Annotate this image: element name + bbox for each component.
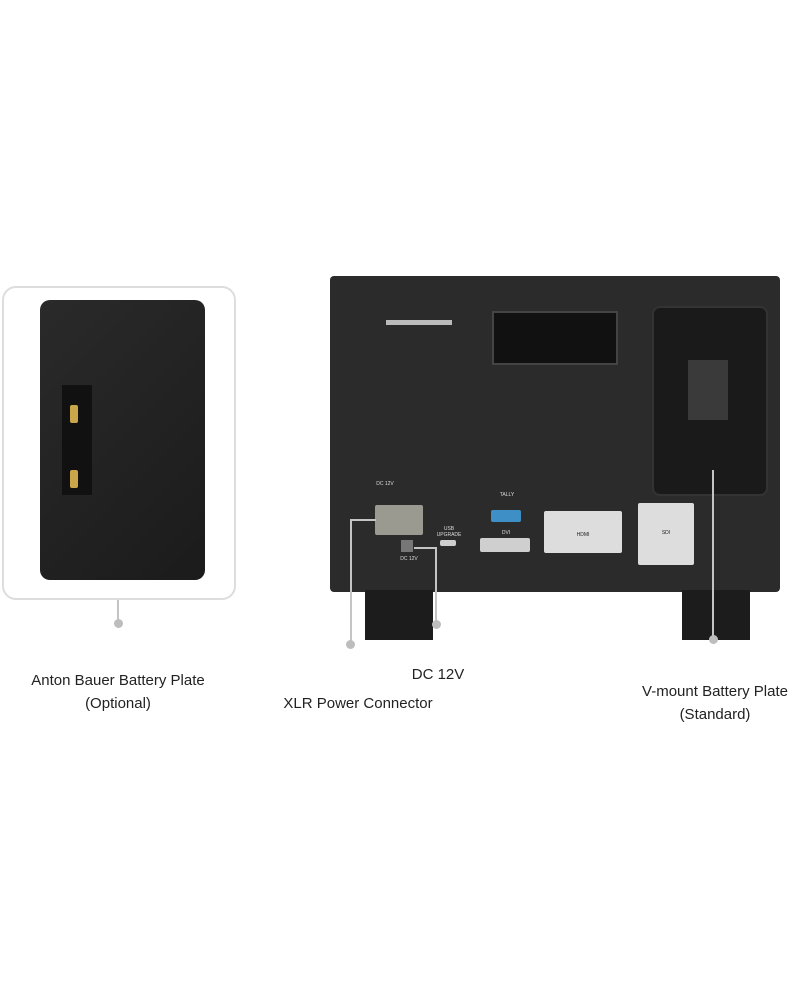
leader-line bbox=[435, 547, 437, 623]
vmount-lock bbox=[688, 360, 728, 420]
monitor-strip bbox=[386, 320, 452, 325]
anton-bauer-label: Anton Bauer Battery Plate (Optional) bbox=[0, 669, 236, 715]
leader-line bbox=[350, 519, 376, 521]
leader-line bbox=[350, 519, 352, 643]
label-line: (Standard) bbox=[679, 706, 751, 723]
label-line: Anton Bauer Battery Plate bbox=[31, 672, 205, 689]
usb-port bbox=[440, 540, 456, 546]
sdi-panel bbox=[638, 503, 694, 565]
leader-line bbox=[414, 547, 436, 549]
hdmi-mark: HDMI bbox=[576, 532, 590, 538]
dvi-port bbox=[480, 538, 530, 552]
vmount-label: V-mount Battery Plate (Standard) bbox=[610, 680, 800, 726]
handle bbox=[492, 311, 618, 365]
dc-in-mark: DC 12V bbox=[376, 481, 394, 487]
sdi-mark: SDI bbox=[661, 530, 671, 536]
plate-pin bbox=[70, 405, 78, 423]
dvi-mark: DVI bbox=[501, 530, 511, 536]
usb-mark: USB UPGRADE bbox=[436, 526, 462, 538]
dc-label: DC 12V bbox=[411, 666, 465, 683]
leader-dot bbox=[346, 640, 355, 649]
dc-out-mark: DC 12V bbox=[400, 556, 418, 562]
xlr-connector bbox=[375, 505, 423, 535]
dc-jack bbox=[401, 540, 413, 552]
tally-port bbox=[491, 510, 521, 522]
hdmi-panel bbox=[544, 511, 622, 553]
leader-line bbox=[712, 470, 714, 638]
leader-line bbox=[117, 600, 119, 622]
stand-right bbox=[682, 590, 750, 640]
tally-mark: TALLY bbox=[499, 492, 515, 498]
leader-dot bbox=[709, 635, 718, 644]
leader-dot bbox=[432, 620, 441, 629]
label-line: V-mount Battery Plate bbox=[642, 683, 788, 700]
leader-dot bbox=[114, 619, 123, 628]
plate-pin bbox=[70, 470, 78, 488]
label-line: (Optional) bbox=[85, 695, 151, 712]
xlr-label: XLR Power Connector bbox=[283, 695, 433, 712]
stand-left bbox=[365, 590, 433, 640]
